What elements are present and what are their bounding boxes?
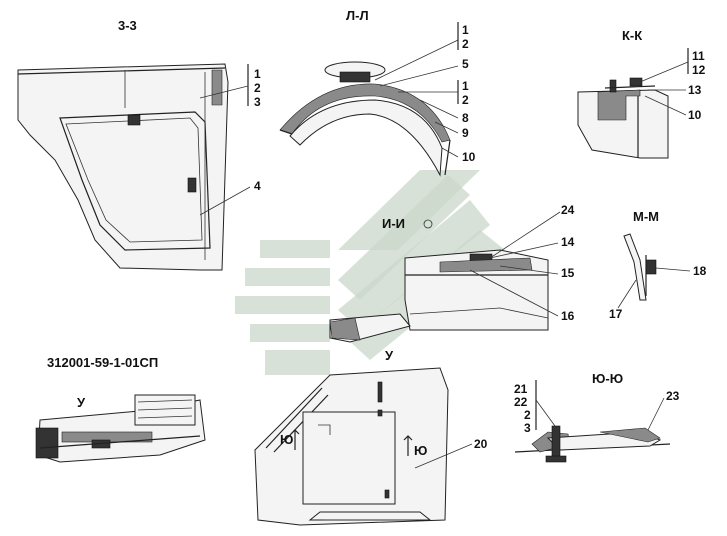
cut-mark-yu-right: Ю (414, 443, 427, 458)
section-L-L: Л-Л 1 2 5 1 2 8 9 10 (279, 8, 476, 177)
callout-3: 3 (254, 95, 261, 109)
callout-5: 5 (462, 57, 469, 71)
section-label-3-3: 3-3 (118, 18, 137, 33)
callout-13: 13 (688, 83, 702, 97)
callout-1: 1 (462, 23, 469, 37)
callout-2: 2 (462, 37, 469, 51)
callout-20: 20 (474, 437, 488, 451)
section-M-M: М-М 18 17 (609, 209, 707, 321)
callout-9: 9 (462, 126, 469, 140)
callout-15: 15 (561, 266, 575, 280)
section-label-I-I: И-И (382, 216, 405, 231)
callout-23: 23 (666, 389, 680, 403)
callout-11: 11 (692, 49, 705, 63)
section-label-K-K: К-К (622, 28, 642, 43)
section-I-I: И-И 24 14 15 16 (329, 203, 575, 343)
view-U: У Ю Ю 20 (254, 348, 488, 526)
section-label-M-M: М-М (633, 209, 659, 224)
section-Yu-Yu: Ю-Ю 21 22 2 3 23 (514, 371, 680, 463)
drawing-code: 312001-59-1-01СП (47, 355, 158, 370)
view-label-U: У (385, 348, 394, 363)
callout-1: 1 (254, 67, 261, 81)
callout-4: 4 (254, 179, 261, 193)
callout-16: 16 (561, 309, 575, 323)
callout-3: 3 (524, 421, 531, 435)
detail-U: 312001-59-1-01СП У (35, 355, 206, 463)
callout-10: 10 (462, 150, 476, 164)
callout-22: 22 (514, 395, 528, 409)
callout-10: 10 (688, 108, 702, 122)
callout-14: 14 (561, 235, 575, 249)
callout-24: 24 (561, 203, 575, 217)
callout-2: 2 (524, 408, 531, 422)
cut-mark-yu-left: Ю (280, 432, 293, 447)
callout-21: 21 (514, 382, 528, 396)
section-K-K: К-К 11 12 13 10 (577, 28, 706, 159)
callout-17: 17 (609, 307, 623, 321)
callout-8: 8 (462, 111, 469, 125)
section-3-3: 3-3 1 2 3 4 (17, 18, 261, 271)
detail-label-U: У (77, 395, 86, 410)
callout-2: 2 (462, 93, 469, 107)
section-label-Yu-Yu: Ю-Ю (592, 371, 623, 386)
section-label-L-L: Л-Л (346, 8, 369, 23)
callout-12: 12 (692, 63, 706, 77)
callout-2: 2 (254, 81, 261, 95)
callout-18: 18 (693, 264, 707, 278)
callout-1: 1 (462, 79, 469, 93)
